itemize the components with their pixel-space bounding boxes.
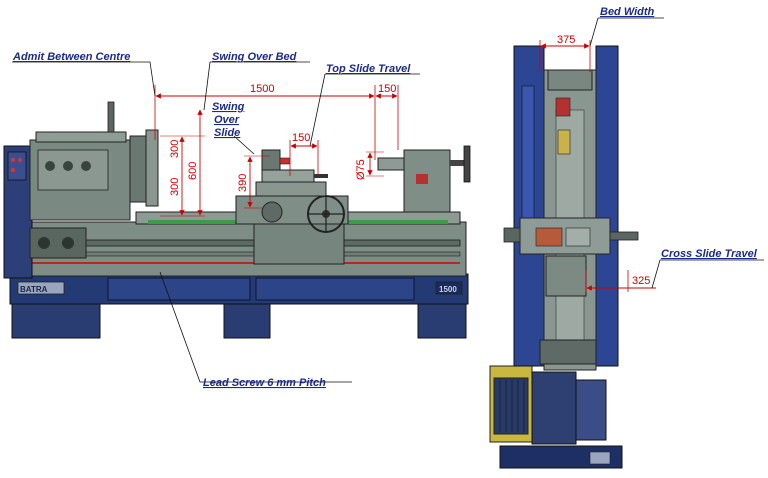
label-lead-screw: Lead Screw 6 mm Pitch — [203, 377, 326, 389]
panel-led-3 — [11, 168, 15, 172]
side-lower-block-2 — [539, 339, 597, 365]
motor-fins — [499, 380, 525, 432]
dim-cross-slide-travel: 325 — [632, 275, 650, 287]
gearbox-knob-1 — [38, 237, 50, 249]
headstock-knob-1 — [45, 161, 55, 171]
dim-bed-width: 375 — [557, 34, 575, 46]
headstock-top — [35, 131, 127, 143]
tray-panel-1 — [107, 277, 251, 301]
cross-slide — [255, 181, 327, 197]
label-swing-over-bed: Swing Over Bed — [212, 51, 297, 63]
label-top-slide-travel: Top Slide Travel — [326, 63, 411, 75]
tailstock-wheel — [463, 145, 471, 183]
label-bed-width: Bed Width — [600, 6, 655, 18]
dim-top-slide-travel: 150 — [292, 132, 310, 144]
side-lower-block — [545, 255, 587, 297]
headstock-lever — [107, 101, 115, 133]
side-top-head — [547, 69, 593, 91]
label-admit-between-centre: Admit Between Centre — [12, 51, 130, 63]
side-foot-plate — [589, 451, 611, 465]
dim-top-slide-right: 150 — [378, 83, 396, 95]
dim-admit-between-centre: 1500 — [250, 83, 274, 95]
panel-display — [7, 151, 27, 181]
side-yellow-block — [557, 129, 571, 155]
gearbox-knob-2 — [62, 237, 74, 249]
compound-handle — [314, 174, 328, 178]
model-plate — [435, 281, 463, 295]
cross-slide-wheel — [261, 201, 283, 223]
tailstock-screw — [450, 160, 466, 166]
front-view: BATRA 1500 — [3, 101, 471, 339]
side-gray-block-mid — [565, 227, 591, 247]
panel-led-2 — [18, 158, 22, 162]
brand-text: BATRA — [20, 285, 48, 294]
panel-led-1 — [11, 158, 15, 162]
dim-swing-over-bed: 600 — [187, 162, 199, 180]
label-cross-slide-travel: Cross Slide Travel — [661, 248, 758, 260]
headstock-knob-3 — [81, 161, 91, 171]
motor-terminal — [575, 379, 607, 441]
tailstock-red-block — [416, 174, 428, 184]
chuck-face — [145, 129, 159, 207]
label-swing-over-slide-2: Over — [214, 114, 240, 126]
side-red-block-mid — [535, 227, 563, 247]
bed-red-line — [30, 262, 460, 264]
side-tool-right — [609, 231, 639, 241]
headstock-knob-2 — [63, 161, 73, 171]
side-dimensions: 375 325 — [539, 17, 764, 292]
feed-rod-strip — [29, 251, 461, 257]
saddle — [235, 195, 349, 225]
model-text: 1500 — [439, 285, 457, 294]
lathe-bed — [19, 221, 467, 277]
tray-panel-2 — [255, 277, 415, 301]
tool-post — [261, 149, 281, 171]
brand-plate — [17, 281, 65, 295]
compound-slide — [261, 169, 315, 183]
label-swing-over-slide-3: Slide — [214, 127, 240, 139]
tool — [279, 157, 291, 165]
side-column-right — [595, 45, 619, 367]
dim-swing-half-lower: 300 — [169, 178, 181, 196]
motor-body — [493, 377, 529, 435]
labels: Admit Between Centre Swing Over Bed Top … — [12, 6, 758, 389]
front-dimensions: 1500 150 150 300 300 600 390 Ø75 — [12, 61, 420, 383]
lead-screw-strip — [29, 239, 461, 247]
dim-swing-half-upper: 300 — [169, 140, 181, 158]
side-carriage — [519, 217, 611, 255]
side-view — [489, 45, 639, 469]
side-tool-left — [503, 227, 521, 243]
dim-swing-over-slide: 390 — [237, 174, 249, 192]
motor-box — [531, 371, 577, 445]
label-swing-over-slide-1: Swing — [212, 101, 245, 113]
apron — [253, 223, 345, 265]
dim-tailstock-bore: Ø75 — [355, 159, 367, 180]
side-red-block-top — [555, 97, 571, 117]
